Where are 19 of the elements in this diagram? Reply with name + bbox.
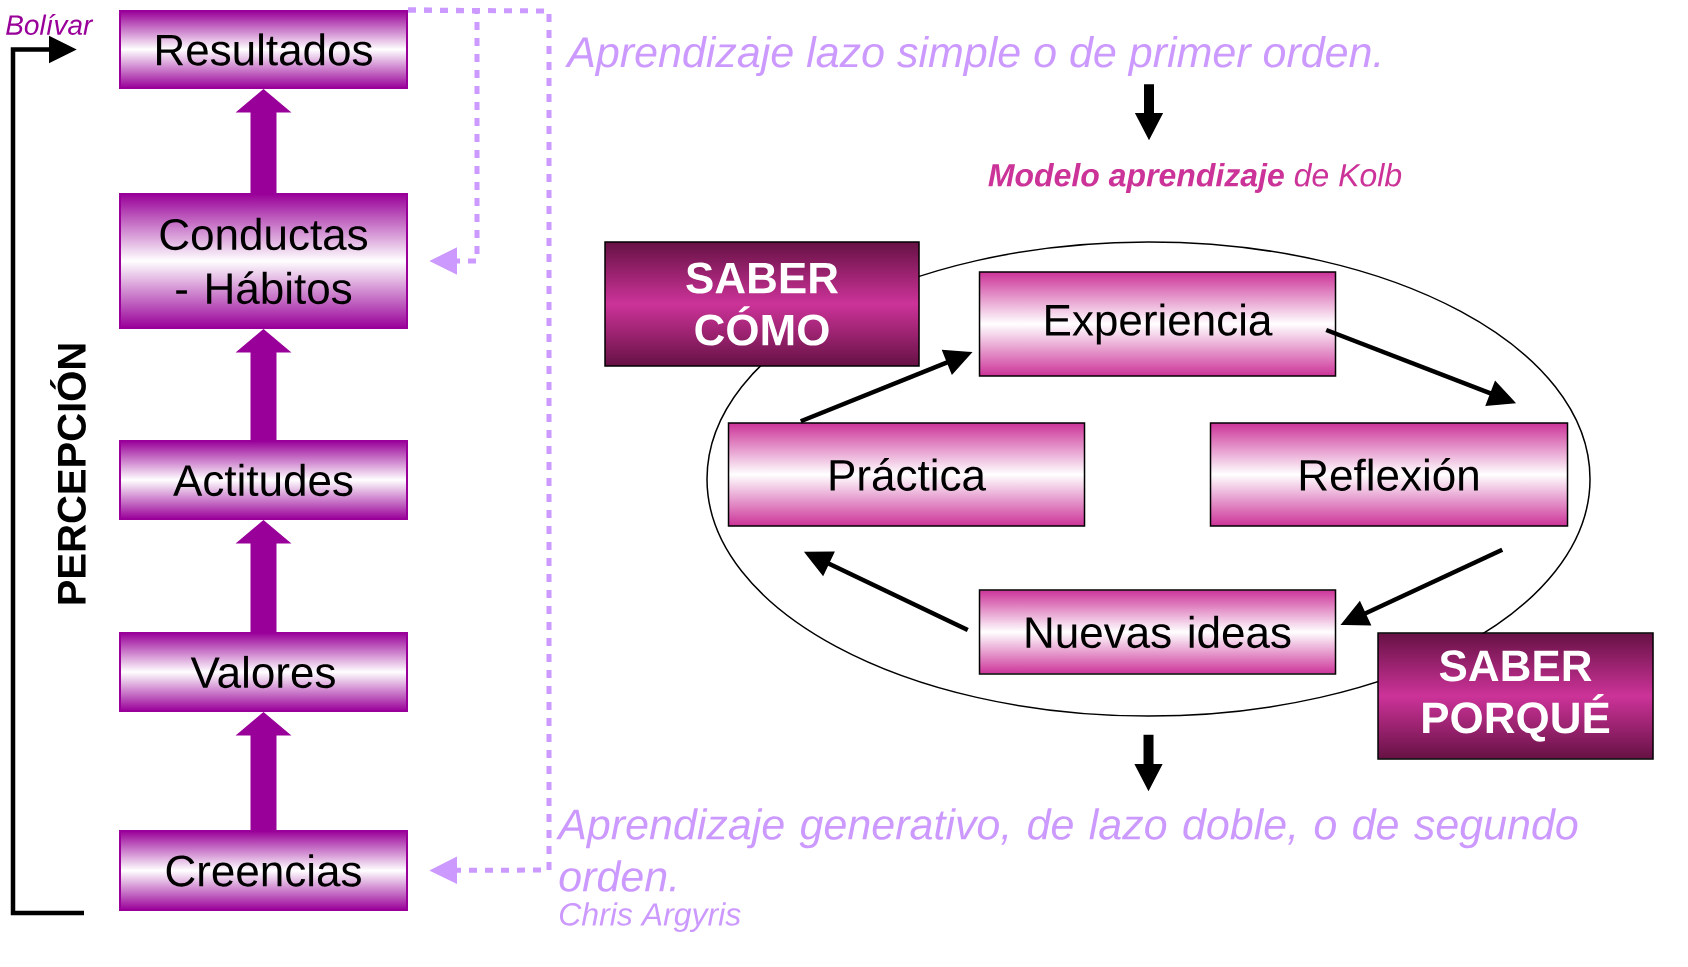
process-box: Nuevas ideas [978, 589, 1337, 675]
process-box: Experiencia [978, 271, 1337, 377]
caption-text: Aprendizaje generativo, de lazo doble, o de segundo orden. [556, 808, 1578, 892]
title-text: Modelo aprendizaje de Kolb [988, 163, 1402, 193]
level-box: Actitudes [119, 440, 408, 520]
side-label: PERCEPCIÓN [50, 344, 86, 604]
level-box: Creencias [119, 830, 408, 911]
process-box: Práctica [727, 422, 1086, 527]
process-box: Reflexión [1209, 422, 1569, 527]
arrow [408, 7, 552, 885]
knowledge-box: SABER PORQUÉ [1377, 632, 1654, 760]
arrow [10, 35, 84, 916]
knowledge-box: SABER CÓMO [604, 241, 920, 367]
author-text: Chris Argyris [560, 902, 741, 933]
level-box: Resultados [119, 10, 408, 89]
caption-text: Aprendizaje lazo simple o de primer orden. [565, 35, 1380, 77]
level-box: Conductas - Hábitos [119, 193, 408, 329]
level-box: Valores [119, 632, 408, 712]
author-text: Bolívar [6, 14, 94, 35]
